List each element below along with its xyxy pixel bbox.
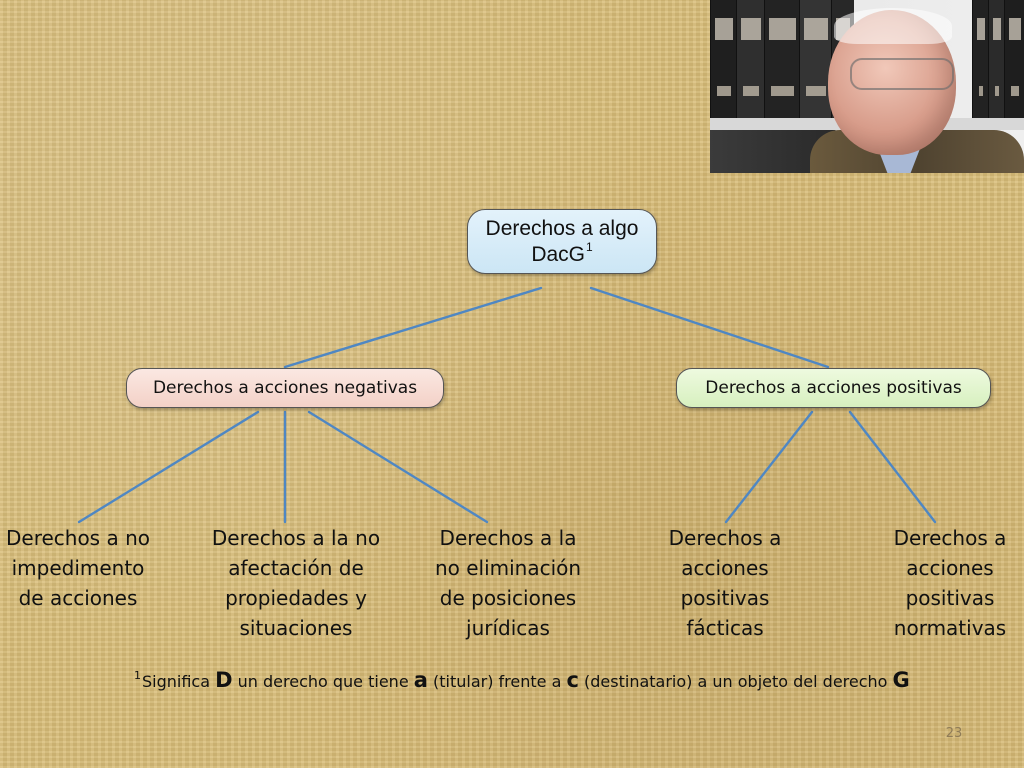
footnote-text-part1: Significa (142, 672, 216, 691)
connector-positive-to-normativas (848, 410, 937, 524)
portrait-hair (834, 8, 952, 44)
leaf-normativas: Derechos a acciones positivas normativas (893, 526, 1007, 640)
connector-root-to-negative (283, 286, 543, 369)
leaf-no-afectacion: Derechos a la no afectación de propiedad… (211, 526, 381, 640)
connector-negative-to-no-impedimento (77, 410, 260, 524)
connector-positive-to-facticas (724, 410, 814, 524)
footnote-G: G (892, 668, 910, 692)
footnote-c: c (566, 668, 579, 692)
leaf-facticas: Derechos a acciones positivas fácticas (668, 526, 782, 640)
slide-number: 23 (945, 726, 963, 741)
footnote: 1Significa D un derecho que tiene a (tit… (134, 668, 910, 692)
bookshelf-book (799, 0, 832, 118)
bookshelf-book (710, 0, 737, 118)
root-node: Derechos a algo DacG1 (467, 209, 657, 274)
portrait-glasses (850, 58, 954, 90)
footnote-text-part2: un derecho que tiene (232, 672, 414, 691)
bookshelf-book (988, 0, 1005, 118)
root-code-wrapper: DacG1 (531, 239, 593, 268)
portrait-photo (710, 0, 1024, 173)
positive-actions-node: Derechos a acciones positivas (676, 368, 991, 408)
footnote-text-part3: (titular) frente a (427, 672, 567, 691)
bookshelf-book (1004, 0, 1024, 118)
connector-negative-to-no-eliminacion (307, 410, 489, 524)
negative-actions-label: Derechos a acciones negativas (152, 378, 418, 398)
positive-actions-label: Derechos a acciones positivas (705, 378, 962, 398)
root-code-superscript: 1 (586, 239, 593, 254)
leaf-no-eliminacion: Derechos a la no eliminación de posicion… (434, 526, 582, 640)
footnote-a: a (413, 668, 428, 692)
footnote-marker: 1 (134, 668, 141, 682)
bookshelf-book (764, 0, 800, 118)
root-title: Derechos a algo (485, 216, 639, 240)
bookshelf-book (736, 0, 765, 118)
bookshelf-book (972, 0, 989, 118)
footnote-D: D (215, 668, 233, 692)
root-code: DacG (531, 242, 585, 266)
connector-root-to-positive (589, 286, 830, 369)
leaf-no-impedimento: Derechos a no impedimento de acciones (5, 526, 150, 610)
footnote-text-part4: (destinatario) a un objeto del derecho (578, 672, 893, 691)
negative-actions-node: Derechos a acciones negativas (126, 368, 444, 408)
